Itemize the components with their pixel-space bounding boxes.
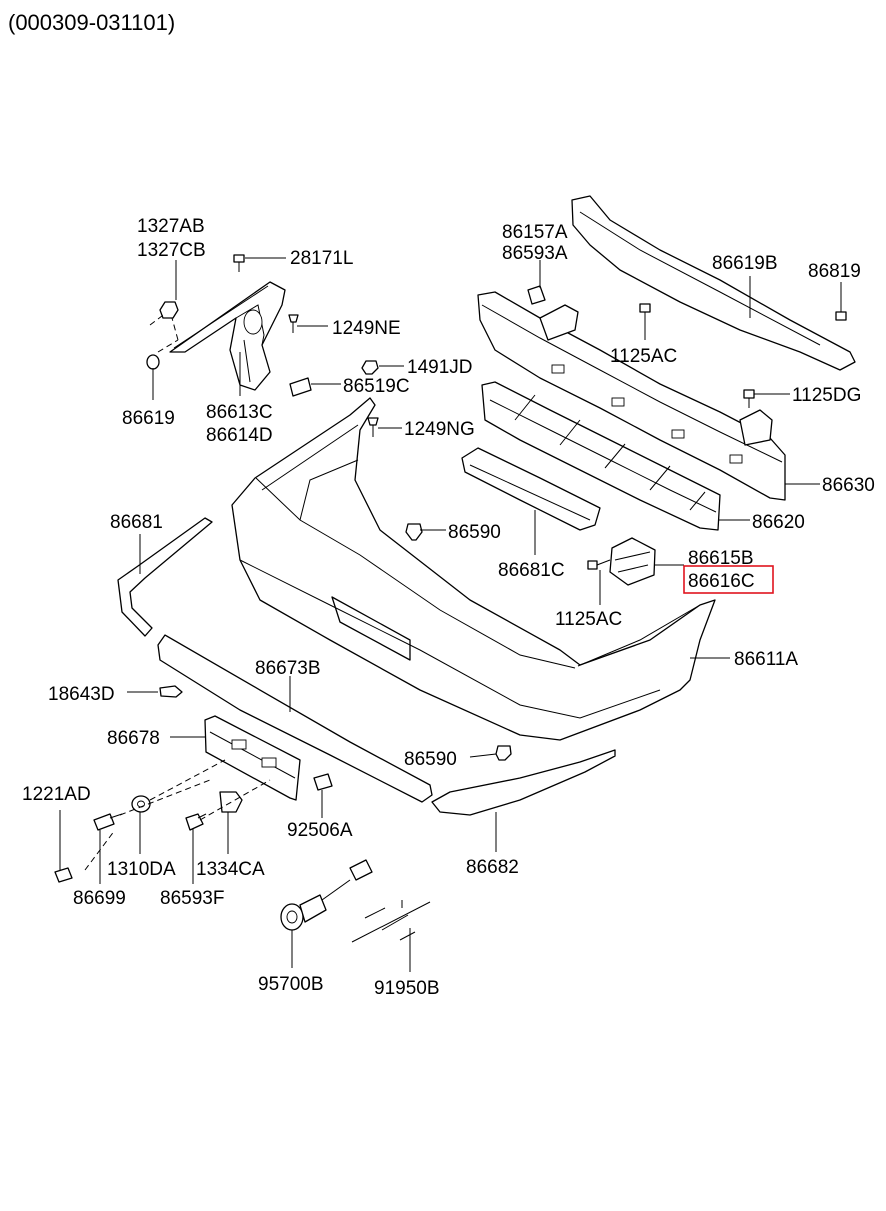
label-1334CA: 1334CA	[196, 859, 265, 880]
bumper-cover-86611A	[231, 397, 716, 741]
bolt-86819	[835, 304, 847, 321]
pin-18643D	[159, 685, 183, 698]
label-92506A: 92506A	[287, 820, 353, 841]
label-86681C: 86681C	[498, 560, 565, 581]
label-86590-top: 86590	[448, 522, 501, 543]
nut-1310DA	[131, 795, 151, 813]
label-86673B: 86673B	[255, 658, 321, 679]
screw-1249NG	[367, 417, 379, 437]
nut-1491JD	[361, 360, 379, 375]
bolt-1125AC-top	[639, 303, 651, 322]
clip-86519C	[289, 377, 312, 397]
label-95700B: 95700B	[258, 974, 324, 995]
washer-86619	[146, 354, 160, 370]
label-1125AC-mid: 1125AC	[555, 609, 622, 630]
bolt-1125DG	[739, 389, 773, 446]
label-86620: 86620	[752, 512, 805, 533]
label-18643D: 18643D	[48, 684, 115, 705]
nut-1327AB	[159, 301, 179, 319]
label-1327CB: 1327CB	[137, 240, 206, 261]
highlight-box-86616C	[683, 565, 774, 594]
clip-92506A	[313, 773, 333, 791]
label-86519C: 86519C	[343, 376, 410, 397]
label-1310DA: 1310DA	[107, 859, 176, 880]
screw-1249NE	[288, 314, 299, 333]
screw-1221AD	[54, 867, 73, 883]
molding-86673B	[157, 634, 433, 803]
clip-86590-low	[495, 745, 512, 761]
bracket-86678	[204, 715, 301, 801]
label-1249NE: 1249NE	[332, 318, 401, 339]
bolt-86593F	[185, 813, 207, 831]
label-86630: 86630	[822, 475, 875, 496]
label-1221AD: 1221AD	[22, 784, 91, 805]
label-1327AB: 1327AB	[137, 216, 205, 237]
molding-86682	[431, 749, 616, 816]
label-86614D: 86614D	[206, 425, 273, 446]
label-86590-low: 86590	[404, 749, 457, 770]
label-86819: 86819	[808, 261, 861, 282]
diagram-code: (000309-031101)	[8, 10, 175, 35]
label-28171L: 28171L	[290, 248, 353, 269]
label-1125AC-top: 1125AC	[610, 346, 677, 367]
side-bracket-86613C	[169, 281, 286, 391]
upper-rail-86619B	[571, 195, 856, 371]
bolt-28171L	[233, 254, 245, 272]
bolt-1125AC-mid	[587, 559, 611, 570]
bracket-86615B	[609, 537, 656, 586]
label-86615B: 86615B	[688, 548, 754, 569]
beam-86630	[477, 291, 786, 501]
clip-86590-top	[405, 523, 423, 541]
label-91950B: 91950B	[374, 978, 440, 999]
label-86682: 86682	[466, 857, 519, 878]
label-86619B: 86619B	[712, 253, 778, 274]
label-1491JD: 1491JD	[407, 357, 473, 378]
label-86593F: 86593F	[160, 888, 224, 909]
rail-86681C	[461, 447, 601, 531]
label-86616C: 86616C	[688, 571, 755, 592]
label-86678: 86678	[107, 728, 160, 749]
label-86699: 86699	[73, 888, 126, 909]
molding-86681	[117, 517, 213, 637]
label-86611A: 86611A	[734, 649, 798, 670]
label-86593A: 86593A	[502, 243, 568, 264]
label-1249NG: 1249NG	[404, 419, 475, 440]
label-86619: 86619	[122, 408, 175, 429]
bolt-86699	[93, 813, 123, 831]
label-86681: 86681	[110, 512, 163, 533]
sensor-95700B	[280, 859, 373, 931]
bracket-86157A	[527, 285, 546, 305]
harness-91950B	[351, 900, 431, 943]
bracket-86593A	[539, 304, 579, 341]
label-1125DG: 1125DG	[792, 385, 861, 406]
label-86157A: 86157A	[502, 222, 568, 243]
absorber-86620	[481, 381, 721, 531]
label-86613C: 86613C	[206, 402, 273, 423]
